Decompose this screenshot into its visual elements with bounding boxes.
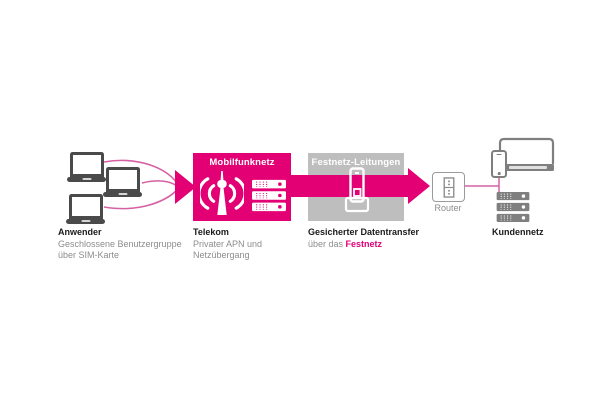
phone-speaker bbox=[496, 154, 502, 156]
phone-home-button bbox=[497, 171, 501, 175]
antenna-icon bbox=[200, 170, 244, 216]
datentransfer-prefix: über das bbox=[308, 238, 346, 249]
kundennetz-label: Kundennetz bbox=[492, 227, 544, 237]
router-icon bbox=[432, 172, 465, 202]
street-cabinet-icon bbox=[344, 167, 370, 213]
anwender-caption: Anwender Geschlossene Benutzergruppe übe… bbox=[58, 227, 182, 262]
customer-laptop-base bbox=[506, 164, 554, 171]
laptop-base bbox=[66, 219, 105, 224]
data-flow-arrow-icon bbox=[290, 168, 430, 204]
laptop-icon bbox=[66, 194, 105, 224]
laptop-icon bbox=[67, 152, 106, 182]
festnetz-box-title: Festnetz-Leitungen bbox=[311, 157, 401, 168]
laptop-screen bbox=[69, 152, 104, 177]
customer-connection-lines bbox=[463, 178, 500, 192]
telekom-line1: Privater APN und bbox=[193, 238, 263, 249]
arrowhead-icon bbox=[175, 170, 196, 204]
customer-laptop-icon bbox=[498, 137, 555, 164]
laptop-icon bbox=[103, 167, 142, 197]
telekom-caption: Telekom Privater APN und Netzübergang bbox=[193, 227, 262, 262]
mobilfunknetz-box: Mobilfunknetz bbox=[193, 153, 291, 221]
anwender-line2: über SIM-Karte bbox=[58, 250, 120, 260]
datentransfer-caption: Gesicherter Datentransfer über das Festn… bbox=[308, 227, 419, 250]
server-rack-icon bbox=[252, 179, 286, 212]
festnetz-highlight: Festnetz bbox=[345, 238, 383, 249]
router-label: Router bbox=[434, 203, 462, 213]
anwender-line1: Geschlossene Benutzergruppe bbox=[58, 238, 182, 249]
laptop-base bbox=[103, 192, 142, 197]
customer-server-rack-icon bbox=[496, 192, 530, 222]
laptop-screen bbox=[68, 194, 103, 219]
smartphone-icon bbox=[491, 150, 507, 178]
connection-curves-icon bbox=[103, 159, 196, 210]
anwender-title: Anwender bbox=[58, 227, 102, 237]
laptop-base bbox=[67, 177, 106, 182]
telekom-line2: Netzübergang bbox=[193, 250, 250, 260]
datentransfer-title: Gesicherter Datentransfer bbox=[308, 227, 420, 237]
mobilfunknetz-box-title: Mobilfunknetz bbox=[209, 157, 275, 168]
telekom-title: Telekom bbox=[193, 227, 229, 237]
wall-socket-icon bbox=[443, 176, 454, 198]
laptop-screen bbox=[105, 167, 140, 192]
